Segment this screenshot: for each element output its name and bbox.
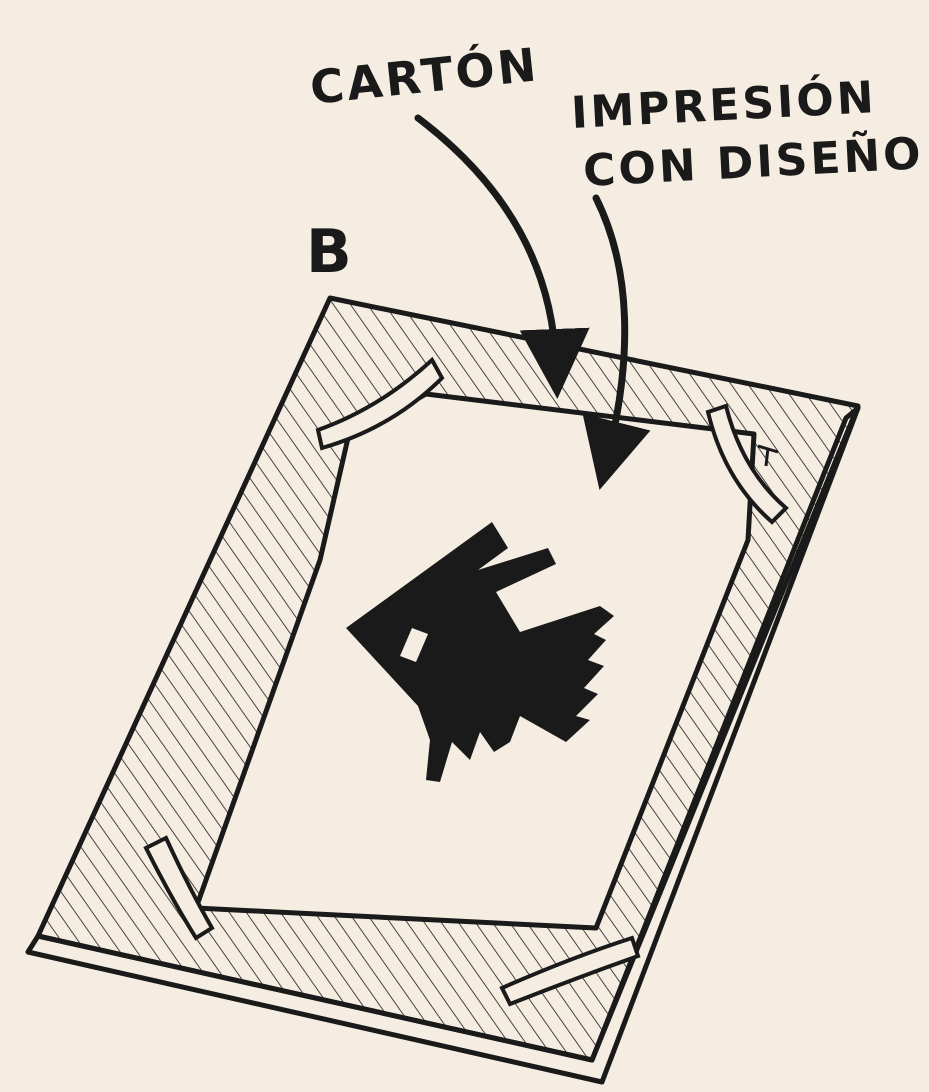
label-print-line1: IMPRESIÓN (570, 70, 878, 139)
panel-letter: B (306, 217, 355, 287)
label-cardboard: CARTÓN (308, 37, 542, 115)
label-print-line2: CON DISEÑO (582, 126, 925, 197)
